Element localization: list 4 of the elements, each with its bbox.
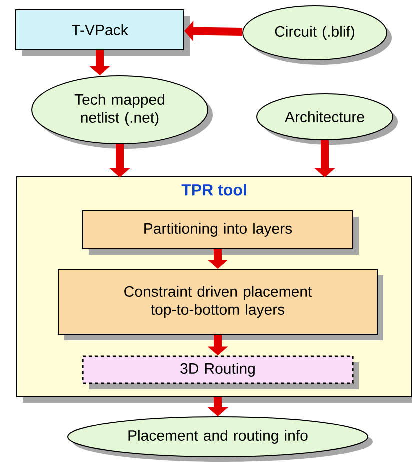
process-box: T-VPack [16,10,190,56]
process-box: 3D Routing [82,356,359,390]
process-box: Partitioning into layers [82,210,359,255]
process-box: Constraint driven placement top-to-bottom layers [58,269,384,340]
